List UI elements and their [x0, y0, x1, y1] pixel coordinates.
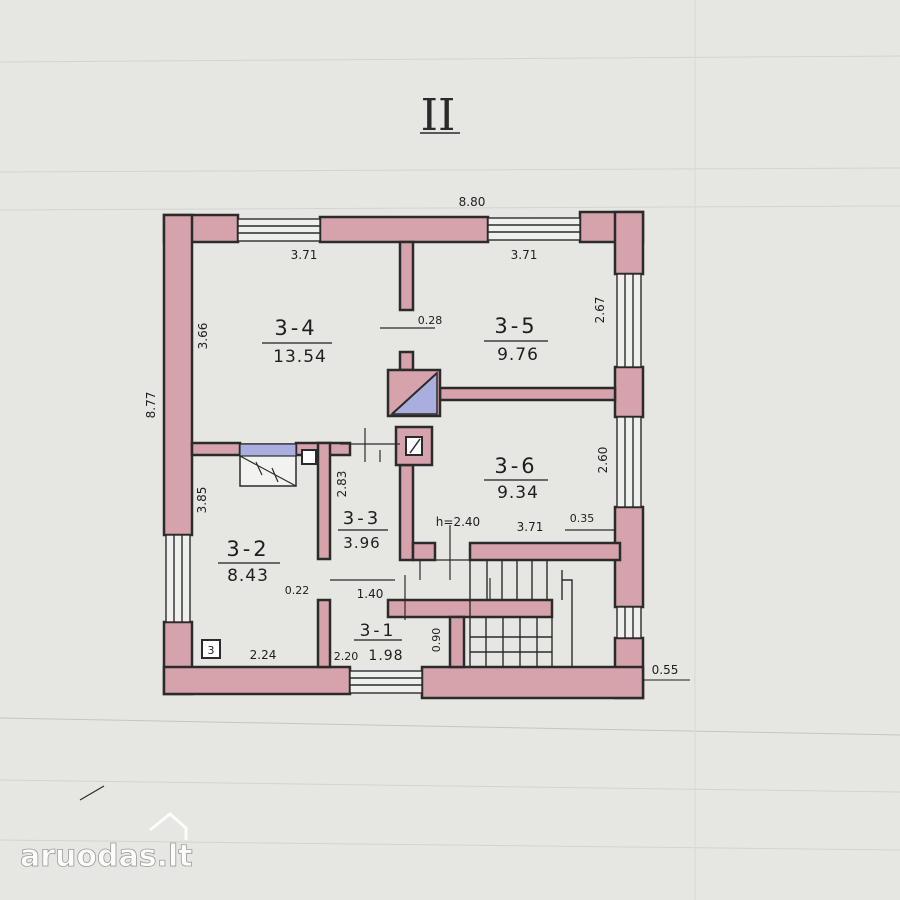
room-area: 8.43 — [227, 566, 269, 586]
wall-stair-top — [468, 541, 622, 562]
dimension-exterior-wall: 0.55 — [652, 663, 679, 677]
meter-box-label: 3 — [208, 644, 215, 657]
staircase — [469, 560, 573, 667]
ventilation-duct-diagonal — [391, 372, 438, 415]
room-id: 3-3 — [343, 508, 381, 529]
window-right-3-6 — [616, 416, 642, 508]
room-3-4: 3-4 13.54 — [262, 316, 332, 367]
wall-corner-3-6 — [411, 541, 437, 562]
room-area: 9.76 — [497, 345, 539, 365]
dimension-3-6-depth: 2.60 — [596, 447, 610, 474]
dimension-partition-thickness: 0.28 — [418, 314, 443, 327]
meter-box-icon: 3 — [201, 639, 221, 659]
window-right-3-5 — [616, 273, 642, 368]
wall-partition-3-4-3-5-upper — [398, 240, 415, 312]
room-area: 9.34 — [497, 483, 539, 503]
wall-3-4-3-2-left — [190, 441, 242, 457]
dimension-3-6-width: 3.71 — [517, 520, 544, 534]
room-id: 3-6 — [494, 454, 537, 478]
dimension-overall-height: 8.77 — [144, 392, 158, 419]
room-id: 3-5 — [494, 314, 537, 338]
room-3-1: 3-1 1.98 — [354, 621, 403, 664]
window-right-stair — [616, 606, 642, 639]
dimension-3-5-width: 3.71 — [511, 248, 538, 262]
wall-3-5-3-6 — [438, 386, 617, 402]
dimension-3-2-width: 2.24 — [250, 648, 277, 662]
room-3-3: 3-3 3.96 — [338, 508, 388, 552]
window-left-3-2 — [165, 534, 191, 623]
wall-top-middle — [318, 215, 490, 244]
room-area: 13.54 — [273, 347, 327, 367]
wall-3-1-stair — [448, 615, 466, 669]
wall-right-top — [613, 210, 645, 276]
dimension-wall-022: 0.22 — [285, 584, 310, 597]
dimension-3-3-depth: 2.83 — [335, 471, 349, 498]
chimney-flue-icon-stroke — [409, 438, 421, 454]
dimension-3-4-depth: 3.66 — [196, 323, 210, 350]
watermark-roof-icon — [149, 812, 188, 840]
built-in-cupboard — [239, 443, 297, 487]
dimension-3-1-width: 2.20 — [334, 650, 359, 663]
walls — [162, 210, 645, 700]
wall-3-2-3-1 — [316, 598, 332, 669]
window-bottom — [349, 670, 423, 694]
dimension-wall-035: 0.35 — [570, 512, 595, 525]
wall-3-2-3-3 — [316, 441, 332, 561]
room-area: 3.96 — [343, 534, 380, 552]
window-top-right — [487, 217, 581, 241]
wall-right-middle — [613, 365, 645, 419]
paper-ruled-lines — [0, 55, 900, 851]
room-3-2: 3-2 8.43 — [218, 537, 280, 586]
dimension-3-4-width: 3.71 — [291, 248, 318, 262]
windows — [165, 217, 642, 694]
room-id: 3-4 — [274, 316, 317, 340]
dimension-3-1-depth: 0.90 — [430, 628, 443, 653]
watermark-logo: aruodas.lt — [20, 812, 193, 874]
vent-square-icon — [301, 449, 317, 465]
dimension-overall-width: 8.80 — [459, 195, 486, 209]
pen-mark — [79, 785, 105, 801]
room-id: 3-2 — [226, 537, 269, 561]
watermark-text: aruodas.lt — [20, 839, 193, 874]
dimension-corridor-width: 1.40 — [357, 587, 384, 601]
room-3-6: 3-6 9.34 — [484, 454, 548, 503]
dimension-3-5-depth: 2.67 — [593, 297, 607, 324]
room-id: 3-1 — [360, 621, 397, 641]
door-ticks — [330, 327, 615, 620]
room-area: 1.98 — [368, 648, 403, 664]
wall-left-upper — [162, 213, 194, 537]
wall-3-3-3-6 — [398, 463, 415, 562]
wall-bottom-left — [162, 665, 352, 696]
room-3-5: 3-5 9.76 — [484, 314, 548, 365]
dimension-ceiling-height: h=2.40 — [436, 515, 480, 529]
dimension-3-2-depth: 3.85 — [195, 487, 209, 514]
wall-bottom-right — [420, 665, 645, 700]
wall-partition-3-4-3-5-lower — [398, 350, 415, 372]
window-top-left — [237, 218, 321, 242]
